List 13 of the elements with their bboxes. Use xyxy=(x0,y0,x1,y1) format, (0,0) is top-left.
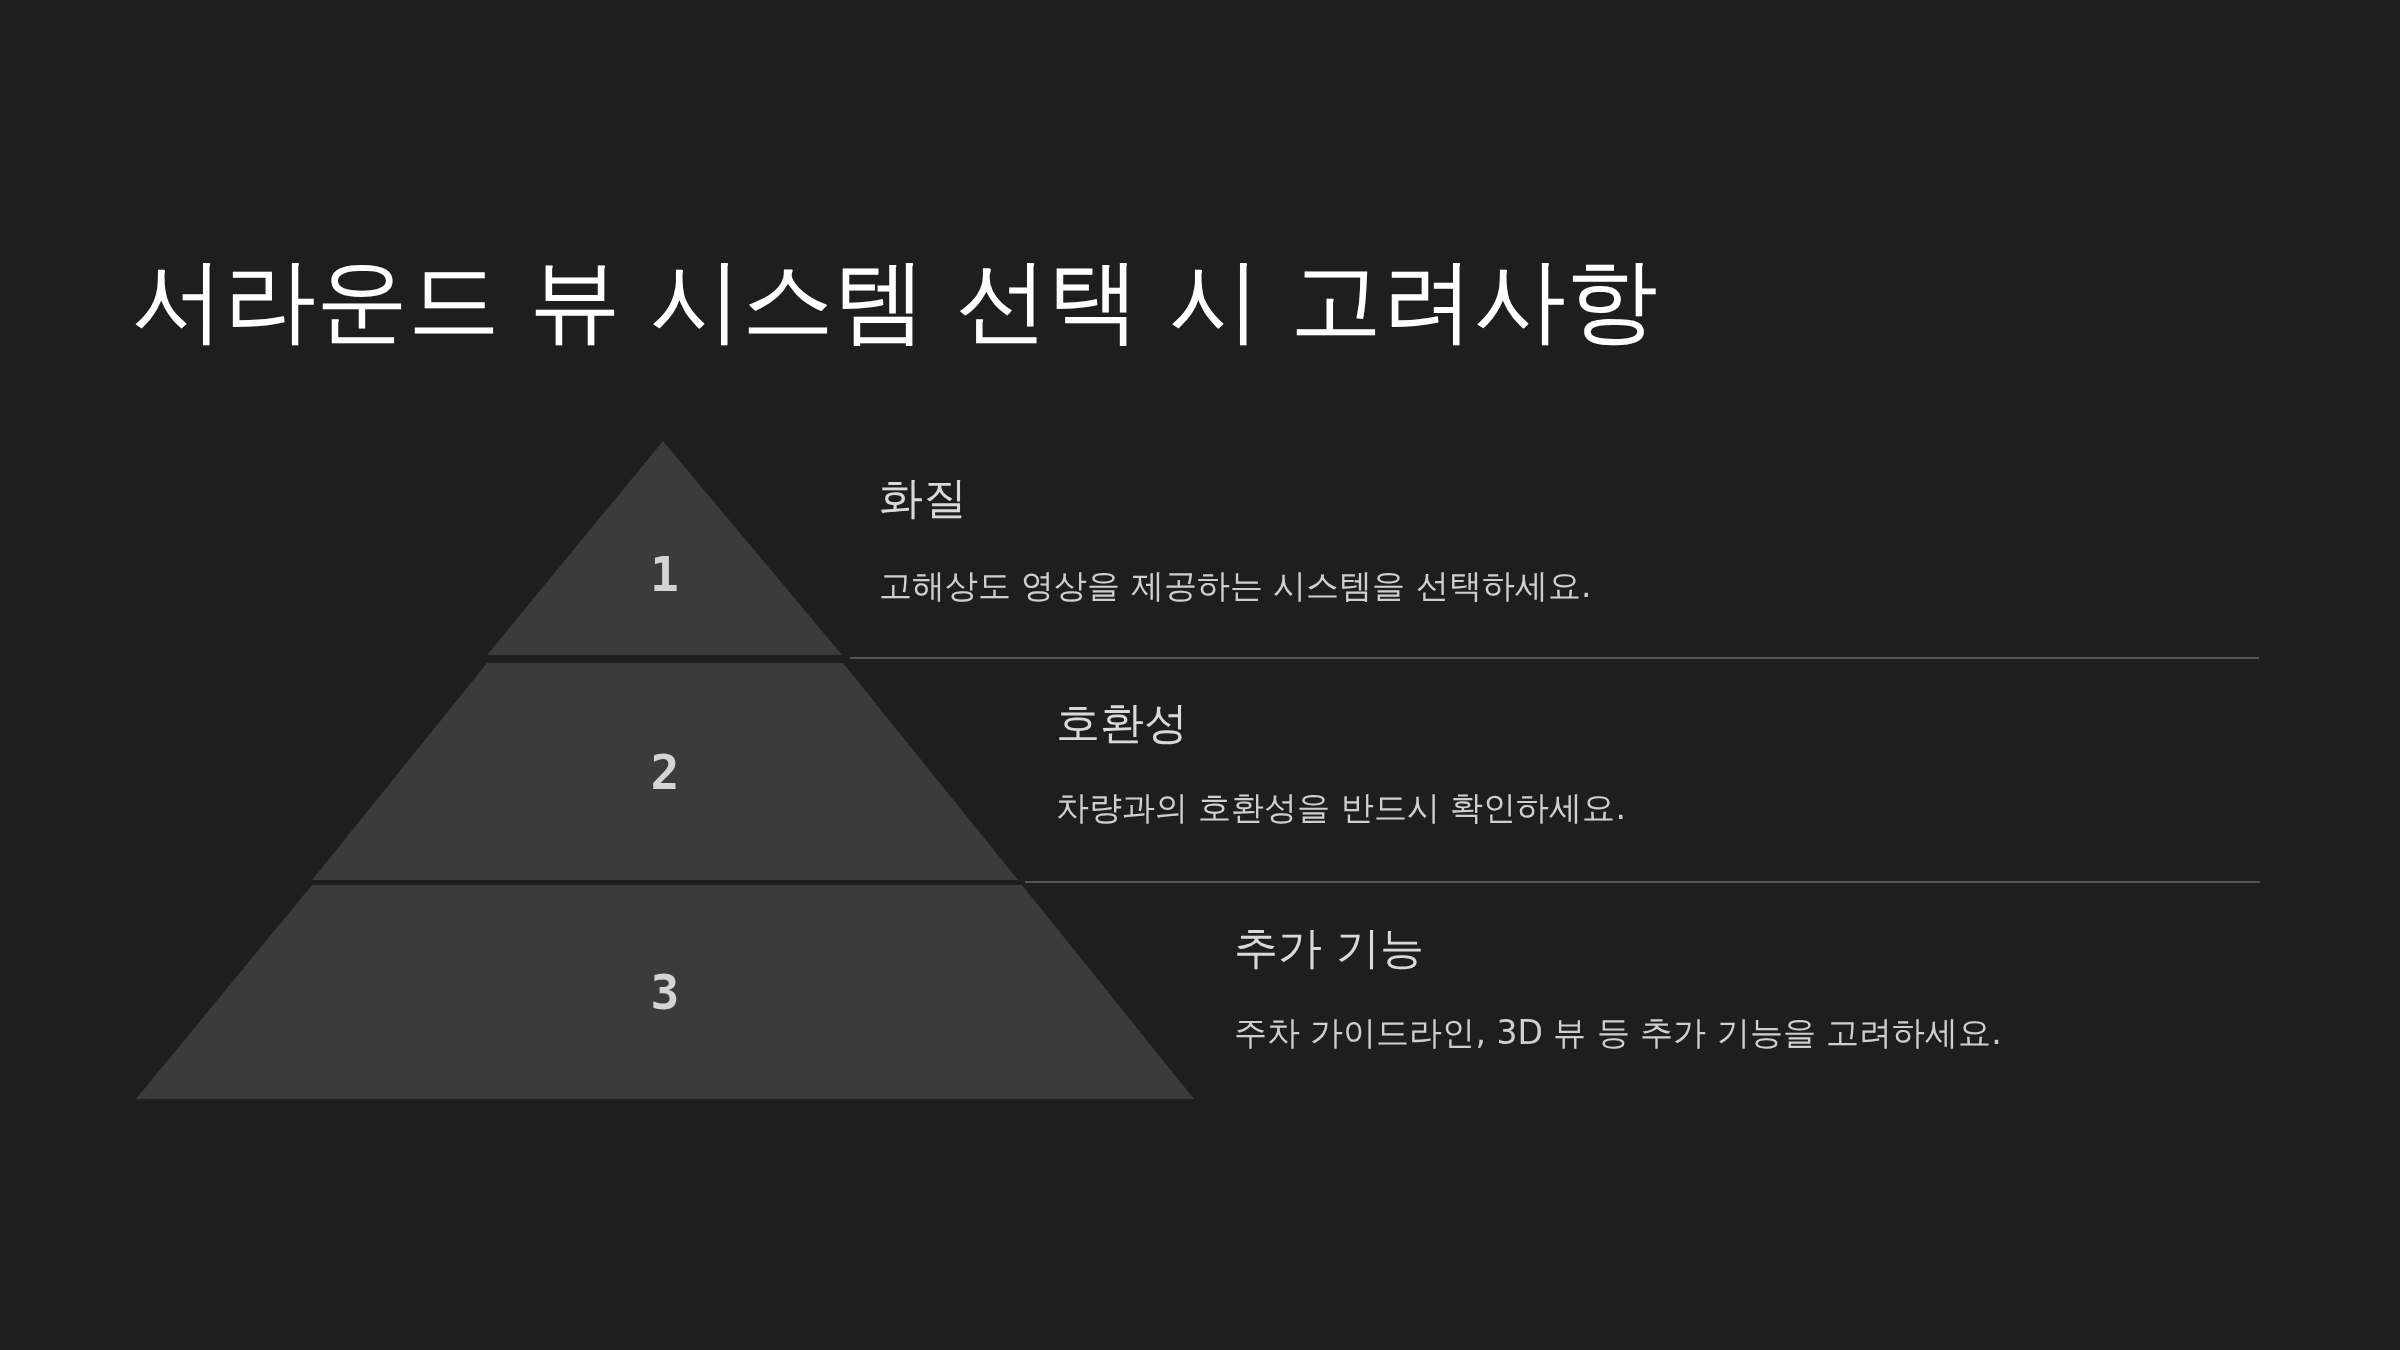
pyramid-layer xyxy=(136,885,1194,1099)
slide-title: 서라운드 뷰 시스템 선택 시 고려사항 xyxy=(132,250,1659,352)
step-heading: 추가 기능 xyxy=(1234,922,1424,975)
step-heading: 화질 xyxy=(879,472,967,525)
pyramid-layer xyxy=(487,441,842,655)
step-description: 고해상도 영상을 제공하는 시스템을 선택하세요. xyxy=(879,566,1592,606)
step-description: 차량과의 호환성을 반드시 확인하세요. xyxy=(1056,788,1626,828)
layer-number: 1 xyxy=(650,545,679,602)
step-description: 주차 가이드라인, 3D 뷰 등 추가 기능을 고려하세요. xyxy=(1234,1013,2002,1053)
pyramid-layer xyxy=(312,663,1018,880)
step-heading: 호환성 xyxy=(1056,697,1188,750)
layer-number: 2 xyxy=(650,743,680,800)
layer-number: 3 xyxy=(650,964,680,1020)
